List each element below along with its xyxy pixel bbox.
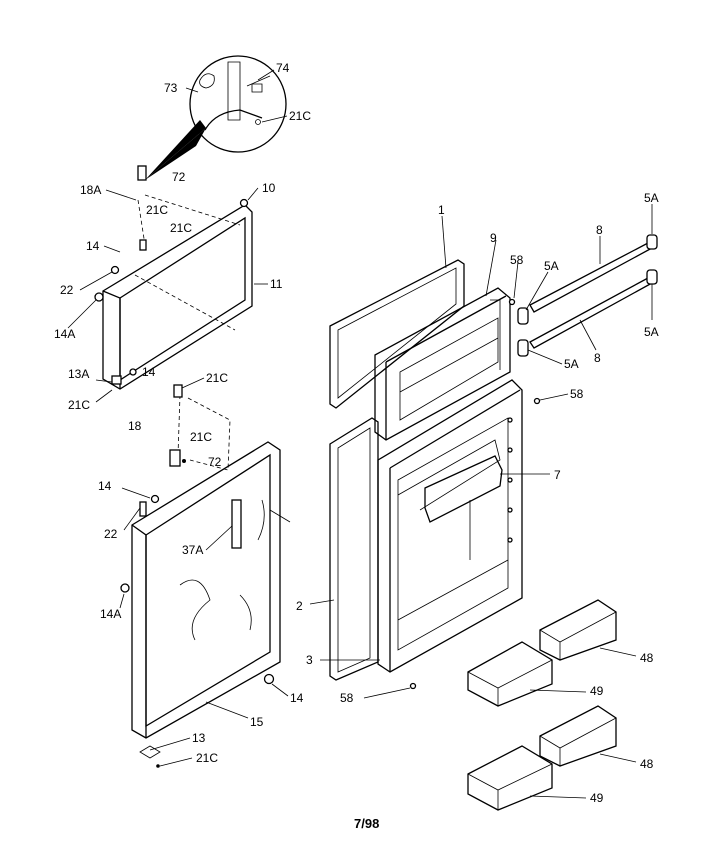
- callout-22: 22: [60, 283, 74, 297]
- callout-5a: 5A: [564, 357, 579, 371]
- callout-22: 22: [104, 527, 118, 541]
- fresh-food-door-liner: [377, 379, 523, 673]
- callout-11: 11: [270, 277, 283, 291]
- callout-21c: 21C: [170, 221, 192, 235]
- callout-48: 48: [640, 651, 654, 665]
- callout-37a: 37A: [182, 543, 203, 557]
- fresh-food-door: [120, 441, 291, 768]
- center-hinge: [169, 384, 231, 471]
- freezer-door: [94, 165, 253, 390]
- callout-72: 72: [208, 455, 222, 469]
- callout-14a: 14A: [100, 607, 121, 621]
- callout-21c: 21C: [206, 371, 228, 385]
- callout-73: 73: [164, 81, 178, 95]
- freezer-gasket: [329, 259, 465, 409]
- callout-13a: 13A: [68, 367, 89, 381]
- door-bins: [467, 599, 617, 811]
- callout-14a: 14A: [54, 327, 75, 341]
- callout-72: 72: [172, 170, 186, 184]
- callout-2: 2: [296, 599, 303, 613]
- freezer-door-liner: [374, 287, 511, 441]
- callout-18: 18: [128, 419, 142, 433]
- callout-14: 14: [86, 239, 100, 253]
- callout-49: 49: [590, 684, 604, 698]
- callout-5a: 5A: [644, 325, 659, 339]
- leader-lines: [67, 69, 653, 799]
- hinge-detail-inset: [145, 55, 287, 180]
- callout-5a: 5A: [644, 191, 659, 205]
- callout-21c: 21C: [146, 203, 168, 217]
- callout-10: 10: [262, 181, 276, 195]
- callout-58: 58: [570, 387, 584, 401]
- callout-58: 58: [340, 691, 354, 705]
- callout-5a: 5A: [544, 259, 559, 273]
- callout-13: 13: [192, 731, 206, 745]
- callout-9: 9: [490, 231, 497, 245]
- figure-code: 7/98: [354, 816, 379, 831]
- shelf-rails: [409, 234, 658, 690]
- callout-18a: 18A: [80, 183, 101, 197]
- callout-14: 14: [142, 365, 156, 379]
- callout-21c: 21C: [289, 109, 311, 123]
- callout-14: 14: [290, 691, 304, 705]
- callout-48: 48: [640, 757, 654, 771]
- callout-74: 74: [276, 61, 290, 75]
- callout-8: 8: [596, 223, 603, 237]
- callout-8: 8: [594, 351, 601, 365]
- callout-58: 58: [510, 253, 524, 267]
- callout-3: 3: [306, 653, 313, 667]
- callout-21c: 21C: [196, 751, 218, 765]
- fresh-food-gasket: [329, 417, 379, 681]
- callout-1: 1: [438, 203, 445, 217]
- callout-7: 7: [554, 468, 561, 482]
- callout-14: 14: [98, 479, 112, 493]
- callout-49: 49: [590, 791, 604, 805]
- callout-21c: 21C: [68, 398, 90, 412]
- callout-15: 15: [250, 715, 264, 729]
- callout-labels: 74 73 21C 72 18A 10 21C 21C 14 11 22 14A…: [54, 61, 659, 805]
- callout-21c: 21C: [190, 430, 212, 444]
